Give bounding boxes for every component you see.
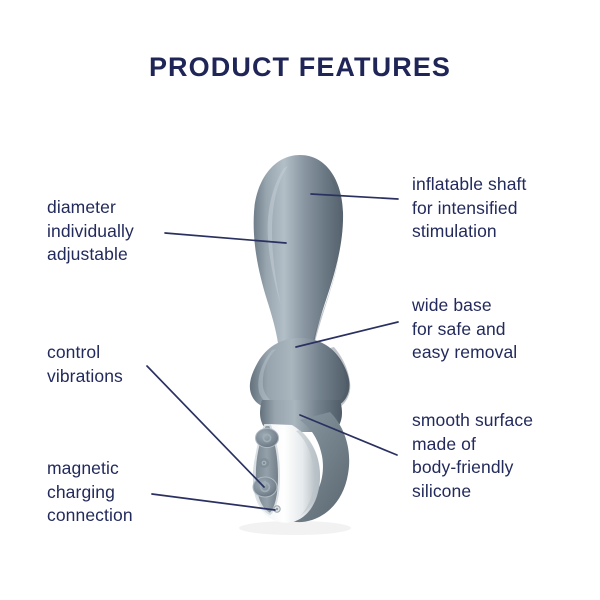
callout-line: stimulation bbox=[412, 221, 497, 241]
callout-wide-base: wide base for safe and easy removal bbox=[412, 294, 517, 365]
leader-magnetic-charging bbox=[151, 493, 276, 511]
callout-line: made of bbox=[412, 433, 476, 454]
leader-lines bbox=[146, 193, 399, 511]
leader-inflatable-shaft bbox=[310, 193, 399, 200]
callout-line: wide base bbox=[412, 295, 492, 315]
callout-line: inflatable shaft bbox=[412, 174, 527, 194]
callout-line: easy removal bbox=[412, 342, 518, 362]
leader-control-vibrations bbox=[146, 365, 265, 488]
callout-line: charging bbox=[47, 481, 115, 502]
button-up-glyph bbox=[262, 433, 272, 443]
button-up[interactable] bbox=[255, 428, 279, 448]
button-middle-body[interactable] bbox=[258, 458, 270, 468]
magnetic-charging-pin bbox=[273, 505, 281, 513]
callout-line: vibrations bbox=[47, 365, 123, 386]
callout-line: smooth surface bbox=[412, 410, 534, 430]
handle-shading bbox=[296, 430, 320, 516]
shaft-highlight bbox=[267, 166, 288, 306]
wide-base bbox=[249, 338, 350, 412]
callout-line: individually bbox=[47, 220, 134, 241]
leader-smooth-surface bbox=[299, 414, 398, 456]
leader-diameter bbox=[164, 232, 287, 244]
button-middle-glyph bbox=[261, 460, 267, 466]
button-up-body[interactable] bbox=[255, 428, 279, 448]
callout-line: silicone bbox=[412, 480, 472, 501]
callout-line: for safe and bbox=[412, 318, 506, 339]
page-title: PRODUCT FEATURES bbox=[148, 52, 452, 82]
leader-wide-base bbox=[295, 321, 399, 348]
callout-line: body-friendly bbox=[412, 457, 514, 477]
callout-line: magnetic bbox=[47, 458, 119, 478]
button-middle[interactable] bbox=[258, 458, 270, 468]
callout-line: control bbox=[47, 342, 101, 362]
callout-smooth-surface: smooth surface made of body-friendly sil… bbox=[412, 409, 533, 503]
callout-line: connection bbox=[47, 505, 133, 525]
callout-control-vibrations: control vibrations bbox=[47, 341, 123, 388]
callout-magnetic-charging-connection: magnetic charging connection bbox=[47, 457, 133, 528]
callout-line: adjustable bbox=[47, 244, 128, 264]
callout-diameter-individually-adjustable: diameter individually adjustable bbox=[47, 196, 134, 267]
inflatable-shaft bbox=[253, 155, 344, 352]
grip-ring bbox=[281, 412, 350, 523]
callout-inflatable-shaft: inflatable shaft for intensified stimula… bbox=[412, 173, 526, 244]
product-shadow bbox=[239, 521, 351, 535]
power-icon-bar bbox=[264, 481, 266, 486]
charging-pin-inner bbox=[275, 507, 279, 511]
callout-line: for intensified bbox=[412, 197, 518, 218]
base-highlight bbox=[258, 349, 284, 409]
callout-line: diameter bbox=[47, 197, 116, 217]
